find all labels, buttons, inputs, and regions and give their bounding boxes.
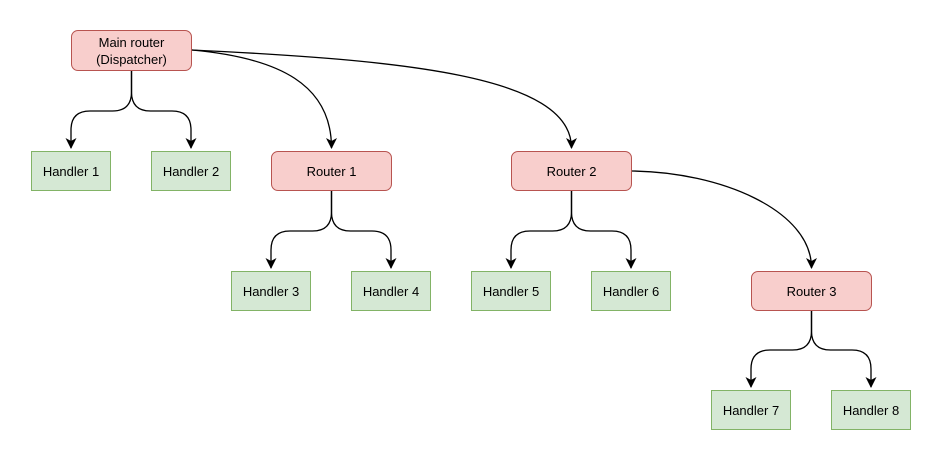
node-handler-6: Handler 6: [591, 271, 671, 311]
node-router-3-label: Router 3: [786, 283, 837, 299]
node-main-router-label: Main router (Dispatcher): [96, 34, 167, 67]
edge-router-2-handler-6: [570, 191, 637, 269]
edge-main-router-handler-2: [130, 71, 197, 149]
node-handler-4-label: Handler 4: [362, 283, 420, 299]
node-handler-7: Handler 7: [711, 390, 791, 430]
node-handler-2: Handler 2: [151, 151, 231, 191]
node-handler-8: Handler 8: [831, 390, 911, 430]
node-router-2-label: Router 2: [546, 163, 597, 179]
node-handler-6-label: Handler 6: [602, 283, 660, 299]
node-main-router: Main router (Dispatcher): [71, 30, 192, 71]
node-handler-5-label: Handler 5: [482, 283, 540, 299]
edge-main-router-handler-1: [65, 71, 133, 149]
edge-router-2-router-3: [631, 170, 817, 269]
edge-router-3-handler-7: [745, 311, 813, 388]
edge-main-router-router-2: [191, 49, 577, 149]
node-handler-1-label: Handler 1: [42, 163, 100, 179]
edge-router-1-handler-4: [330, 191, 397, 269]
edge-router-1-handler-3: [265, 191, 333, 269]
edge-main-router-router-1: [191, 49, 337, 149]
node-handler-2-label: Handler 2: [162, 163, 220, 179]
node-handler-3: Handler 3: [231, 271, 311, 311]
edge-router-3-handler-8: [810, 311, 877, 388]
node-handler-7-label: Handler 7: [722, 402, 780, 418]
node-handler-4: Handler 4: [351, 271, 431, 311]
node-handler-8-label: Handler 8: [842, 402, 900, 418]
node-router-2: Router 2: [511, 151, 632, 191]
node-handler-1: Handler 1: [31, 151, 111, 191]
node-router-1-label: Router 1: [306, 163, 357, 179]
node-handler-3-label: Handler 3: [242, 283, 300, 299]
node-router-3: Router 3: [751, 271, 872, 311]
node-router-1: Router 1: [271, 151, 392, 191]
edge-router-2-handler-5: [505, 191, 573, 269]
node-handler-5: Handler 5: [471, 271, 551, 311]
